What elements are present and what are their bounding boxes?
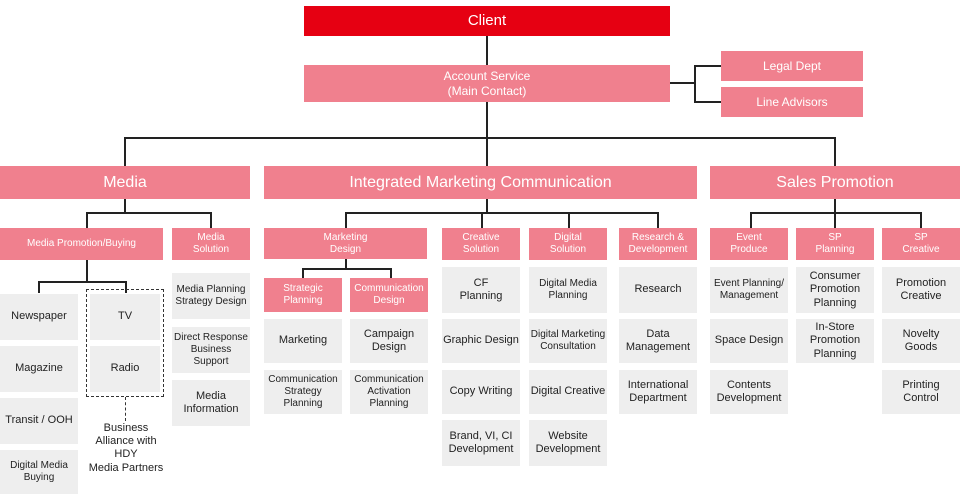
media-information-box: Media Information bbox=[172, 380, 250, 426]
magazine-box: Magazine bbox=[0, 346, 78, 392]
instore-promotion-box: In-Store Promotion Planning bbox=[796, 319, 874, 363]
media-promotion-buying-box: Media Promotion/Buying bbox=[0, 228, 163, 260]
graphic-design-box: Graphic Design bbox=[442, 319, 520, 363]
cf-planning-box: CF Planning bbox=[442, 267, 520, 313]
sp-creative-box: SP Creative bbox=[882, 228, 960, 260]
client-box: Client bbox=[304, 6, 670, 36]
data-management-box: Data Management bbox=[619, 319, 697, 363]
account-service-box: Account Service (Main Contact) bbox=[304, 65, 670, 102]
connector-line bbox=[834, 137, 836, 166]
connector-line bbox=[481, 212, 483, 228]
digital-solution-box: Digital Solution bbox=[529, 228, 607, 260]
connector-line bbox=[486, 36, 488, 65]
event-produce-box: Event Produce bbox=[710, 228, 788, 260]
connector-line bbox=[694, 65, 721, 67]
connector-line bbox=[694, 101, 721, 103]
radio-box: Radio bbox=[90, 346, 160, 392]
connector-line bbox=[125, 281, 127, 293]
brand-vi-ci-box: Brand, VI, CI Development bbox=[442, 420, 520, 466]
newspaper-box: Newspaper bbox=[0, 294, 78, 340]
strategic-planning-box: Strategic Planning bbox=[264, 278, 342, 312]
connector-line bbox=[38, 281, 126, 283]
space-design-box: Space Design bbox=[710, 319, 788, 363]
creative-solution-box: Creative Solution bbox=[442, 228, 520, 260]
business-alliance-group bbox=[86, 289, 164, 397]
connector-line bbox=[345, 212, 659, 214]
connector-line bbox=[302, 268, 392, 270]
marketing-design-box: Marketing Design bbox=[264, 228, 427, 259]
media-solution-box: Media Solution bbox=[172, 228, 250, 260]
connector-line bbox=[486, 102, 488, 138]
connector-line bbox=[568, 212, 570, 228]
legal-dept-box: Legal Dept bbox=[721, 51, 863, 81]
media-planning-strategy-box: Media Planning Strategy Design bbox=[172, 273, 250, 319]
connector-line bbox=[210, 212, 212, 228]
contents-development-box: Contents Development bbox=[710, 370, 788, 414]
connector-line bbox=[694, 65, 696, 103]
connector-line bbox=[124, 137, 836, 139]
event-planning-box: Event Planning/ Management bbox=[710, 267, 788, 313]
connector-line bbox=[670, 82, 694, 84]
connector-line bbox=[302, 268, 304, 278]
connector-line bbox=[345, 212, 347, 228]
sp-planning-box: SP Planning bbox=[796, 228, 874, 260]
printing-control-box: Printing Control bbox=[882, 370, 960, 414]
business-alliance-note: Business Alliance with HDY Media Partner… bbox=[88, 422, 164, 474]
connector-line bbox=[390, 268, 392, 278]
marketing-box: Marketing bbox=[264, 319, 342, 363]
connector-line bbox=[345, 259, 347, 269]
transit-ooh-box: Transit / OOH bbox=[0, 398, 78, 444]
digital-creative-box: Digital Creative bbox=[529, 370, 607, 414]
connector-line bbox=[38, 281, 40, 293]
alliance-connector bbox=[125, 397, 126, 421]
website-development-box: Website Development bbox=[529, 420, 607, 466]
international-department-box: International Department bbox=[619, 370, 697, 414]
research-development-box: Research & Development bbox=[619, 228, 697, 260]
connector-line bbox=[657, 212, 659, 228]
copy-writing-box: Copy Writing bbox=[442, 370, 520, 414]
promotion-creative-box: Promotion Creative bbox=[882, 267, 960, 313]
connector-line bbox=[486, 137, 488, 166]
digital-media-planning-box: Digital Media Planning bbox=[529, 267, 607, 313]
communication-activation-box: Communication Activation Planning bbox=[350, 370, 428, 414]
connector-line bbox=[486, 199, 488, 213]
line-advisors-box: Line Advisors bbox=[721, 87, 863, 117]
media-division: Media bbox=[0, 166, 250, 199]
connector-line bbox=[124, 137, 126, 166]
connector-line bbox=[834, 212, 836, 228]
connector-line bbox=[86, 212, 212, 214]
connector-line bbox=[750, 212, 752, 228]
imc-division: Integrated Marketing Communication bbox=[264, 166, 697, 199]
direct-response-box: Direct Response Business Support bbox=[172, 327, 250, 373]
connector-line bbox=[124, 199, 126, 213]
digital-marketing-box: Digital Marketing Consultation bbox=[529, 319, 607, 363]
consumer-promotion-box: Consumer Promotion Planning bbox=[796, 267, 874, 313]
novelty-goods-box: Novelty Goods bbox=[882, 319, 960, 363]
connector-line bbox=[86, 260, 88, 282]
communication-design-box: Communication Design bbox=[350, 278, 428, 312]
connector-line bbox=[750, 212, 922, 214]
sales-promotion-division: Sales Promotion bbox=[710, 166, 960, 199]
digital-media-buying-box: Digital Media Buying bbox=[0, 450, 78, 494]
campaign-design-box: Campaign Design bbox=[350, 319, 428, 363]
connector-line bbox=[920, 212, 922, 228]
research-box: Research bbox=[619, 267, 697, 313]
connector-line bbox=[834, 199, 836, 213]
tv-box: TV bbox=[90, 294, 160, 340]
communication-strategy-box: Communication Strategy Planning bbox=[264, 370, 342, 414]
connector-line bbox=[86, 212, 88, 228]
